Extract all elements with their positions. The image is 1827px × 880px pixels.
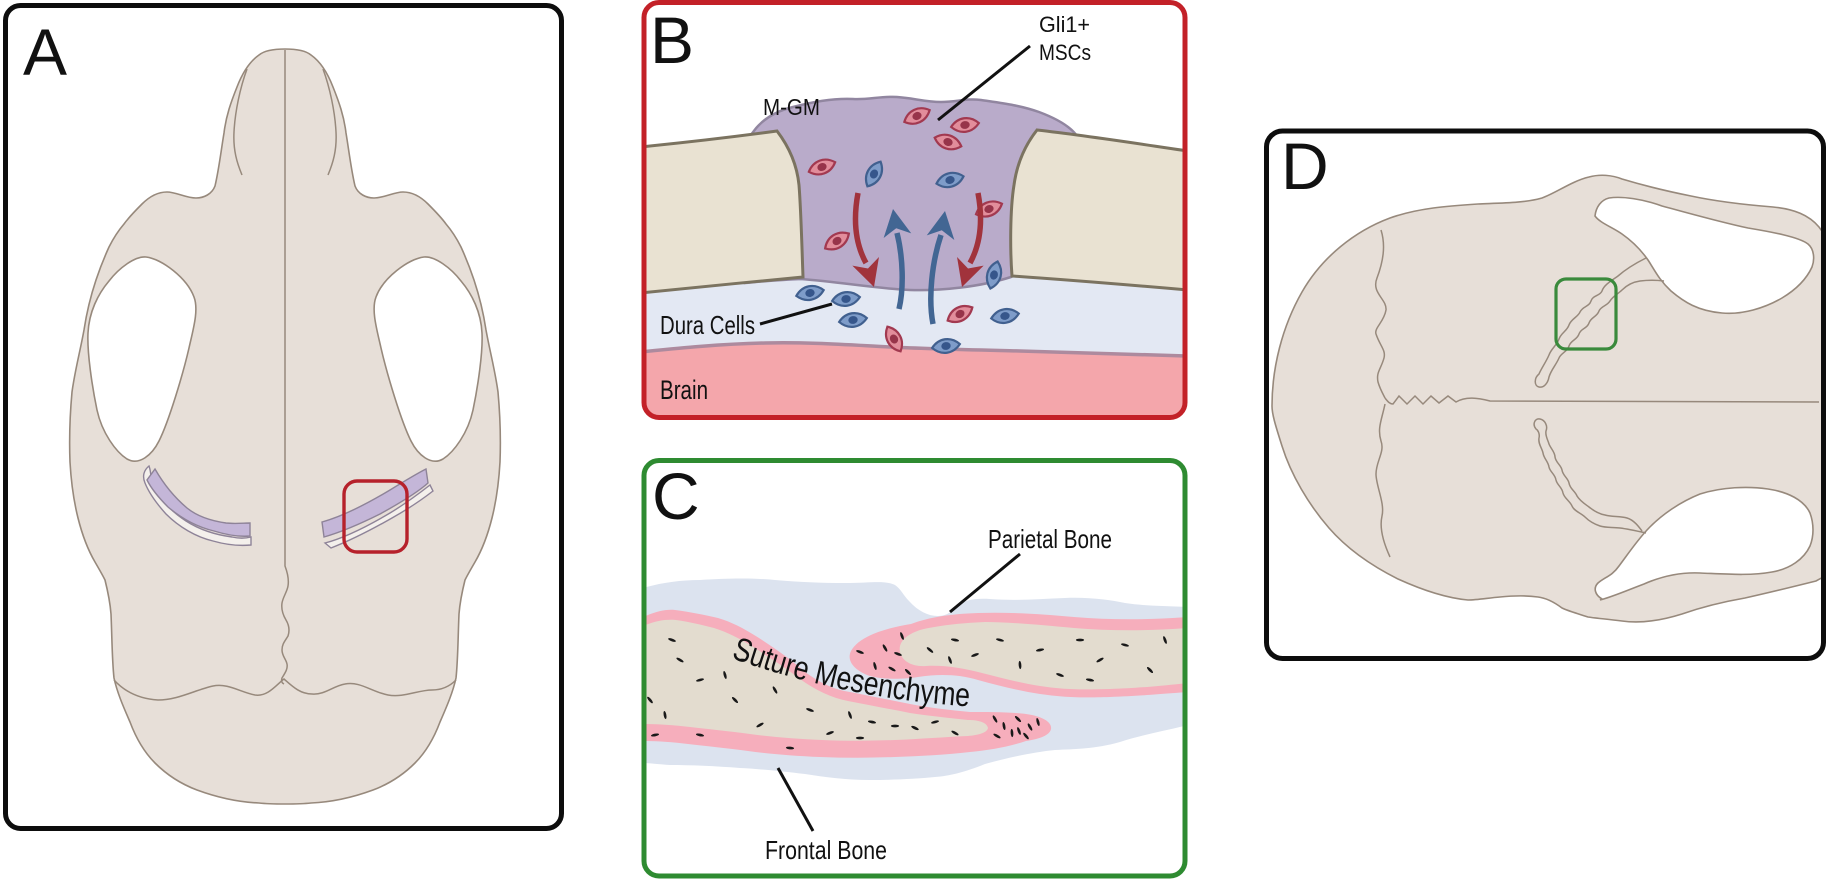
svg-text:A: A (23, 15, 67, 89)
svg-text:MSCs: MSCs (1039, 40, 1091, 65)
svg-text:Gli1+: Gli1+ (1039, 12, 1090, 37)
svg-text:D: D (1281, 129, 1329, 203)
svg-text:Parietal Bone: Parietal Bone (988, 524, 1112, 554)
svg-text:Dura Cells: Dura Cells (660, 310, 755, 340)
svg-text:M-GM: M-GM (763, 94, 820, 120)
svg-text:B: B (650, 3, 694, 77)
svg-text:C: C (652, 459, 700, 533)
svg-text:Frontal Bone: Frontal Bone (765, 835, 887, 865)
svg-text:Brain: Brain (660, 375, 708, 405)
